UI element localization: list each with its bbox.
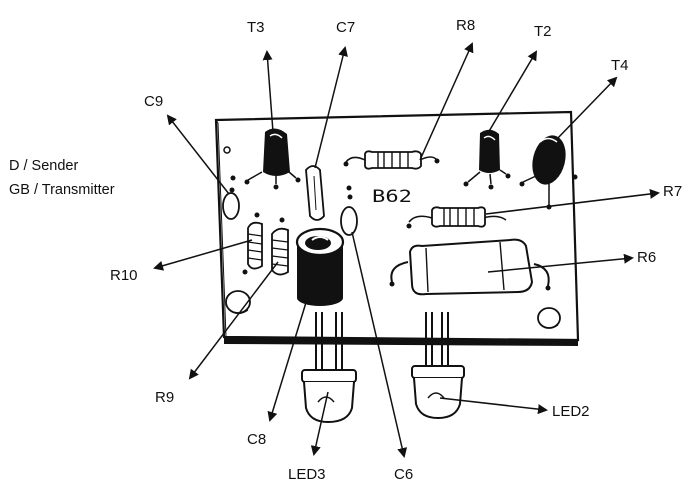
arrow-t2 [487,50,538,134]
capacitor-c9 [222,187,240,220]
transistor-t4 [519,135,578,210]
transistor-t3 [230,128,301,190]
label-r9: R9 [155,389,174,406]
label-c6: C6 [394,466,413,483]
arrow-c6 [351,231,408,458]
arrow-t4 [555,76,618,141]
label-c9: C9 [144,93,163,110]
capacitor-c8 [295,227,345,306]
arrow-t3 [262,50,274,133]
resistor-r6 [389,238,551,296]
label-t3: T3 [247,19,265,36]
arrow-r8 [419,42,474,161]
led-led2 [411,312,465,420]
label-t2: T2 [534,23,552,40]
resistor-r8 [343,150,440,170]
arrow-c8 [267,295,309,422]
arrow-r6 [487,253,634,273]
label-c7: C7 [336,19,355,36]
label-led3: LED3 [288,466,326,483]
board-marking: B62 [372,187,412,207]
resistor-r7 [406,206,507,229]
resistor-r10 [242,212,263,275]
capacitor-c6 [340,185,358,236]
label-r7: R7 [663,183,682,200]
capacitor-c7 [305,165,325,221]
arrow-r7 [485,189,660,215]
arrow-r10 [153,239,253,271]
arrow-c9 [166,114,230,195]
side-note-line1: D / Sender [9,158,78,174]
side-note-line2: GB / Transmitter [9,182,115,198]
resistor-r9 [271,217,289,276]
arrow-led3 [310,391,329,456]
arrow-led2 [439,397,548,415]
label-led2: LED2 [552,403,590,420]
arrow-c7 [314,46,348,169]
label-r6: R6 [637,249,656,266]
arrow-r9 [188,261,279,380]
label-r8: R8 [456,17,475,34]
label-r10: R10 [110,267,138,284]
transistor-t2 [463,129,511,190]
led-led3 [301,312,357,424]
leader-arrows [153,42,660,458]
label-t4: T4 [611,57,629,74]
label-c8: C8 [247,431,266,448]
